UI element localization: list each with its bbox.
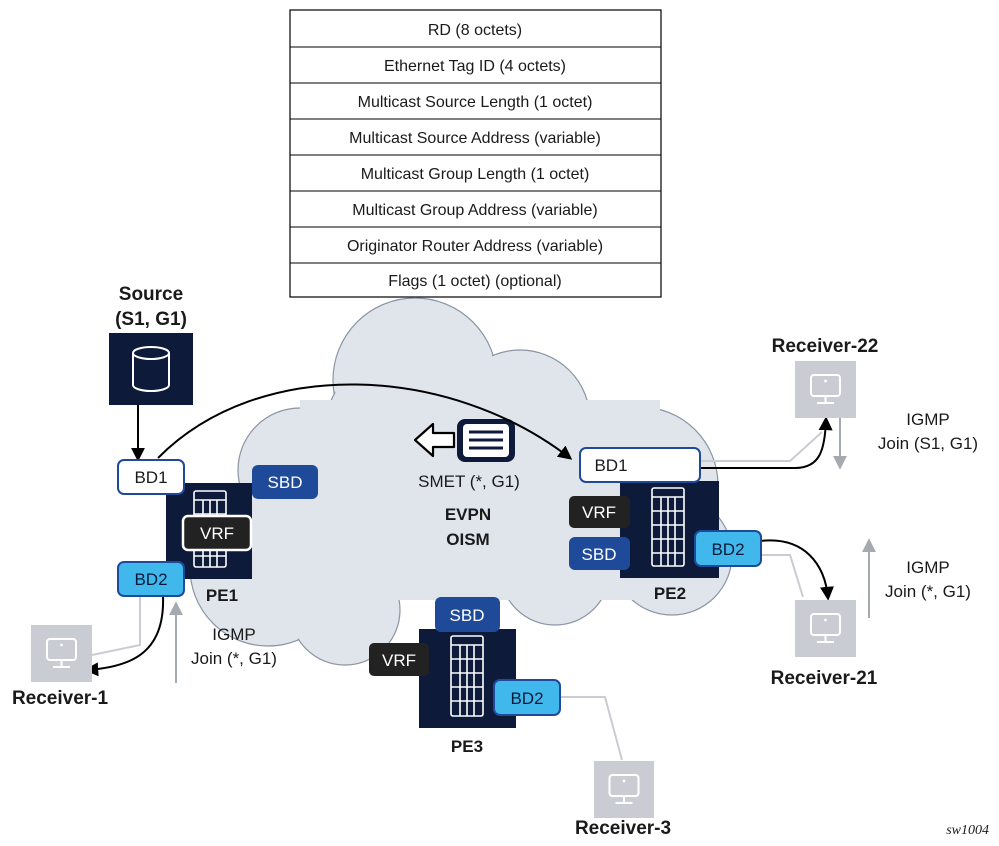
igmp-r22-label: IGMP Join (S1, G1) <box>878 410 978 453</box>
pe2-bd1-label: BD1 <box>594 456 627 475</box>
pe3-bd2-label: BD2 <box>510 689 543 708</box>
receiver-1-label: Receiver-1 <box>12 688 109 709</box>
evpn-label: EVPN <box>445 505 491 524</box>
receiver-22-label: Receiver-22 <box>772 336 879 357</box>
receiver-22-node: Receiver-22 <box>772 336 879 418</box>
field-originator-router-address: Originator Router Address (variable) <box>347 238 603 255</box>
pe1-vrf-badge <box>181 514 253 552</box>
field-multicast-group-length: Multicast Group Length (1 octet) <box>361 166 590 183</box>
message-icon <box>457 419 515 462</box>
figure-id: sw1004 <box>946 823 989 838</box>
igmp-r21-label: IGMP Join (*, G1) <box>885 558 971 601</box>
receiver-3-box <box>594 761 654 818</box>
source-box <box>109 333 193 405</box>
smet-message: SMET (*, G1) EVPN OISM <box>413 419 520 549</box>
pe2-to-receiver21-link <box>762 554 804 598</box>
receiver-21-box <box>795 600 856 657</box>
router-icon <box>450 635 484 717</box>
pe2-vrf-badge <box>569 496 630 528</box>
receiver-3-label: Receiver-3 <box>575 818 671 839</box>
field-ethernet-tag-id: Ethernet Tag ID (4 octets) <box>384 58 566 75</box>
pe2-bd2-badge <box>694 530 762 567</box>
receiver-3-node: Receiver-3 <box>575 761 671 839</box>
source-group: (S1, G1) <box>115 309 187 330</box>
field-multicast-source-address: Multicast Source Address (variable) <box>349 130 601 147</box>
pe1-node: VRF SBD BD1 BD2 PE1 <box>117 459 318 605</box>
pe3-vrf-label: VRF <box>382 651 416 670</box>
field-multicast-group-address: Multicast Group Address (variable) <box>352 202 597 219</box>
monitor-icon <box>46 638 77 668</box>
monitor-icon <box>810 374 841 404</box>
pe1-bd1-badge <box>117 459 185 495</box>
pe1-to-receiver1-link <box>91 595 141 656</box>
pe2-node: BD1 VRF SBD BD2 PE2 <box>569 447 762 603</box>
pe3-sbd-label: SBD <box>450 606 485 625</box>
igmp-r22-line2: Join (S1, G1) <box>878 434 978 453</box>
monitor-icon <box>810 613 841 643</box>
igmp-r22-line1: IGMP <box>906 410 949 429</box>
smet-label: SMET (*, G1) <box>418 472 520 491</box>
pe1-bd2-badge <box>117 561 185 597</box>
pe1-to-receiver1-flow <box>84 595 165 677</box>
pe2-vrf-label: VRF <box>582 503 616 522</box>
igmp-r21-line1: IGMP <box>906 558 949 577</box>
pe2-to-receiver22-flow <box>698 416 833 469</box>
pe3-bd2-badge <box>493 679 561 716</box>
receiver-22-box <box>795 361 856 418</box>
field-rd: RD (8 octets) <box>428 22 522 39</box>
database-icon <box>132 346 170 392</box>
oism-label: OISM <box>446 530 489 549</box>
pe3-node: SBD VRF BD2 PE3 <box>369 597 561 756</box>
source-title: Source <box>119 284 183 305</box>
pe2-bd1-badge <box>579 447 701 483</box>
monitor-icon <box>608 774 640 804</box>
pe1-vrf-label: VRF <box>200 524 234 543</box>
pe3-sbd-badge <box>435 597 500 632</box>
pe3-to-receiver3-link <box>560 696 623 761</box>
pe2-to-receiver22-link <box>700 431 823 462</box>
pe1-bd2-label: BD2 <box>134 570 167 589</box>
field-multicast-source-length: Multicast Source Length (1 octet) <box>358 94 593 111</box>
connections <box>84 383 834 761</box>
igmp-pe1-label: IGMP Join (*, G1) <box>191 625 277 668</box>
pe2-name: PE2 <box>654 584 686 603</box>
igmp-pe1-line2: Join (*, G1) <box>191 649 277 668</box>
field-flags: Flags (1 octet) (optional) <box>388 273 561 290</box>
pe1-bd1-label: BD1 <box>134 468 167 487</box>
router-icon <box>651 487 685 567</box>
packet-format-border <box>289 9 662 298</box>
receiver-1-node: Receiver-1 <box>12 625 109 709</box>
pe2-bd2-label: BD2 <box>711 540 744 559</box>
pe3-vrf-badge <box>369 643 429 676</box>
pe2-to-receiver21-flow <box>759 539 834 601</box>
igmp-pe1-line1: IGMP <box>212 625 255 644</box>
pe1-sbd-badge <box>252 465 318 499</box>
source-node: Source (S1, G1) <box>109 284 193 405</box>
pe1-sbd-label: SBD <box>268 473 303 492</box>
pe1-to-pe2-flow <box>157 383 573 460</box>
receiver-21-node: Receiver-21 <box>771 600 878 689</box>
pe3-name: PE3 <box>451 737 483 756</box>
pe2-sbd-label: SBD <box>582 545 617 564</box>
receiver-21-label: Receiver-21 <box>771 668 878 689</box>
igmp-r21-line2: Join (*, G1) <box>885 582 971 601</box>
receiver-1-box <box>31 625 92 682</box>
left-arrow-icon <box>413 422 456 458</box>
packet-format-table: RD (8 octets) Ethernet Tag ID (4 octets)… <box>289 9 662 298</box>
pe1-name: PE1 <box>206 586 238 605</box>
pe2-sbd-badge <box>569 537 630 570</box>
